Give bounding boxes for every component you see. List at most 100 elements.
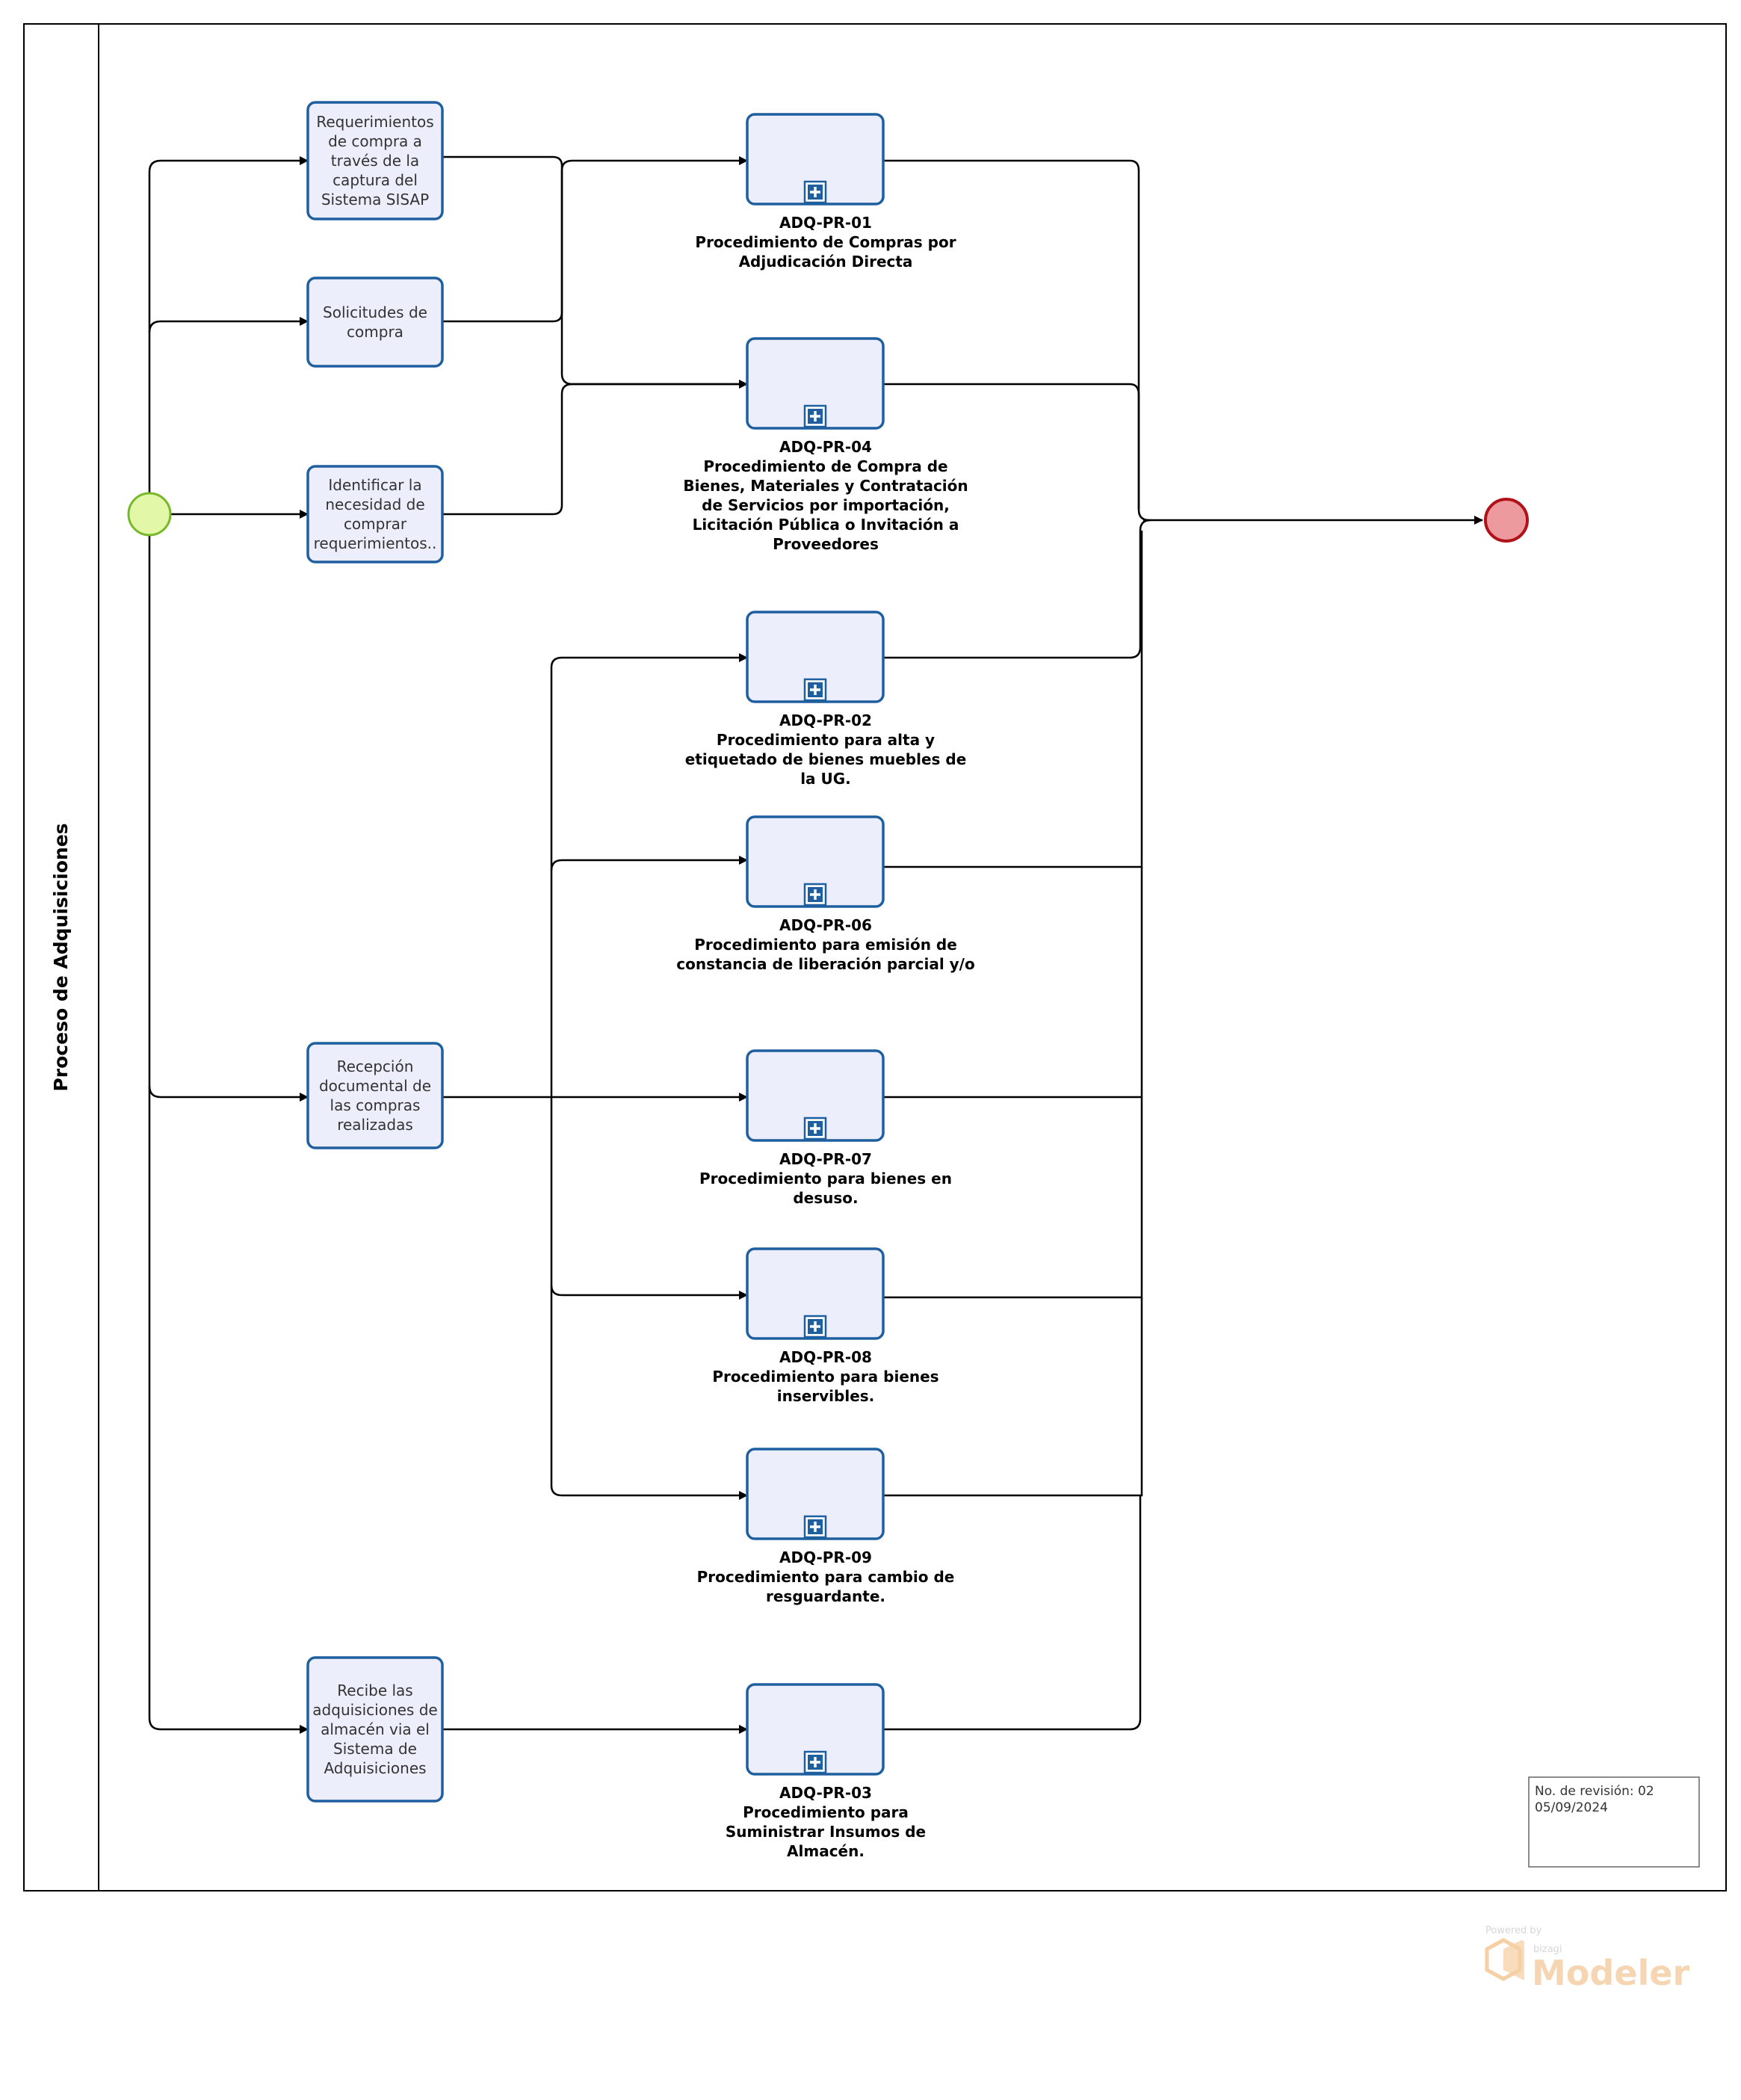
subprocess-box[interactable]	[746, 113, 885, 206]
task-label-line: requerimientos..	[314, 534, 437, 552]
revision-date: 05/09/2024	[1535, 1800, 1608, 1815]
subprocess-box[interactable]	[746, 815, 885, 908]
task-label-line: Sistema de	[333, 1740, 417, 1758]
revision-number: No. de revisión: 02	[1535, 1784, 1654, 1799]
task-box[interactable]	[306, 277, 444, 368]
task-label-line: Solicitudes de	[323, 303, 427, 321]
subprocess-title-line: Procedimiento para alta y	[717, 731, 935, 749]
flow-recepcion-to-pr06	[550, 856, 748, 871]
subprocess-code: ADQ-PR-04	[779, 438, 872, 456]
flow-pr04-to-end	[883, 383, 1140, 510]
end-event[interactable]	[1484, 498, 1529, 543]
task-box[interactable]	[306, 1656, 444, 1803]
flow-pr09-to-end	[883, 1297, 1143, 1497]
subprocess-title-line: resguardante.	[766, 1587, 885, 1605]
task-label-line: las compras	[330, 1096, 421, 1114]
flow-start-to-recepcion	[148, 1085, 309, 1102]
subprocess-box[interactable]	[746, 1049, 885, 1142]
task-t2[interactable]: Solicitudes de compra	[306, 277, 444, 368]
subprocess-title-line: Procedimiento para cambio de	[697, 1568, 955, 1586]
task-label-line: documental de	[319, 1077, 431, 1095]
task-label-line: comprar	[344, 515, 407, 533]
subprocess-box[interactable]	[746, 1448, 885, 1540]
task-label-line: Recibe las	[337, 1681, 412, 1699]
task-box[interactable]	[306, 465, 444, 563]
flow-solicitudes-to-pr01	[442, 156, 748, 323]
subprocess-title-line: etiquetado de bienes muebles de	[685, 750, 967, 768]
subprocess-box[interactable]	[746, 337, 885, 430]
subprocess-title-line: Procedimiento para	[743, 1803, 909, 1821]
task-label-line: de compra a	[328, 132, 422, 150]
subprocess-title-line: Almacén.	[787, 1842, 865, 1860]
task-label-line: Identificar la	[328, 476, 421, 494]
task-label-line: adquisiciones de	[312, 1701, 437, 1719]
subprocess-code: ADQ-PR-03	[779, 1784, 872, 1802]
task-label-line: Requerimientos	[316, 113, 433, 131]
collapsed-subprocess-plus-icon[interactable]	[803, 883, 827, 907]
subprocess-code: ADQ-PR-09	[779, 1548, 872, 1566]
collapsed-subprocess-plus-icon[interactable]	[803, 180, 827, 204]
flow-recepcion-to-pr09	[550, 1285, 748, 1500]
collapsed-subprocess-plus-icon[interactable]	[803, 1117, 827, 1140]
task-label-line: captura del	[333, 171, 418, 189]
collapsed-subprocess-plus-icon[interactable]	[803, 1750, 827, 1774]
subprocess-title-line: Adjudicación Directa	[739, 253, 913, 271]
task-box[interactable]	[306, 101, 444, 220]
flow-pr02-to-end	[883, 519, 1151, 659]
subprocess-code: ADQ-PR-01	[779, 214, 872, 232]
flow-recepcion-to-pr02	[550, 653, 748, 1097]
flow-start-to-solicitudes	[148, 317, 309, 333]
subprocess-code: ADQ-PR-02	[779, 711, 872, 729]
flow-start-trunk	[148, 159, 161, 514]
subprocess-code: ADQ-PR-06	[779, 916, 872, 934]
subprocess-title-line: la UG.	[800, 770, 851, 788]
bizagi-watermark: Powered by bizagi Modeler	[1485, 1925, 1689, 1993]
flow-pr01-to-end	[883, 159, 1150, 522]
collapsed-subprocess-plus-icon[interactable]	[803, 404, 827, 428]
collapsed-subprocess-plus-icon[interactable]	[803, 1515, 827, 1539]
task-label-line: necesidad de	[325, 495, 424, 513]
task-label-line: Recepción	[337, 1057, 414, 1075]
watermark-powered: Powered by	[1485, 1925, 1542, 1936]
subprocess-title-line: Procedimiento de Compra de	[703, 457, 947, 475]
sequence-flows	[148, 155, 1483, 1734]
subprocess-box[interactable]	[746, 1247, 885, 1340]
task-label-line: través de la	[331, 152, 419, 170]
collapsed-subprocess-plus-icon[interactable]	[803, 678, 827, 702]
subprocess-title-line: Proveedores	[773, 535, 879, 553]
subprocess-code: ADQ-PR-08	[779, 1348, 872, 1366]
subprocess-box[interactable]	[746, 1683, 885, 1776]
subprocess-title-line: constancia de liberación parcial y/o	[676, 955, 974, 973]
subprocess-title-line: Licitación Pública o Invitación a	[693, 516, 959, 534]
task-box[interactable]	[306, 1042, 444, 1149]
revision-note: No. de revisión: 02 05/09/2024	[1528, 1776, 1700, 1868]
bizagi-logo-icon	[1485, 1938, 1524, 1981]
pool-label: Proceso de Adquisiciones	[50, 823, 72, 1091]
subprocess-title-line: Suministrar Insumos de	[726, 1823, 926, 1841]
task-label-line: realizadas	[337, 1116, 413, 1134]
subprocess-title-line: Procedimiento para bienes	[712, 1368, 938, 1386]
subprocess-box[interactable]	[746, 611, 885, 703]
start-event[interactable]	[127, 492, 172, 537]
task-label-line: almacén via el	[321, 1720, 430, 1738]
flow-start-down-trunk	[148, 514, 309, 1734]
task-label-line: compra	[347, 323, 403, 341]
collapsed-subprocess-plus-icon[interactable]	[803, 1315, 827, 1338]
watermark-product: Modeler	[1532, 1953, 1689, 1993]
flow-identificar-to-pr04	[442, 383, 747, 516]
